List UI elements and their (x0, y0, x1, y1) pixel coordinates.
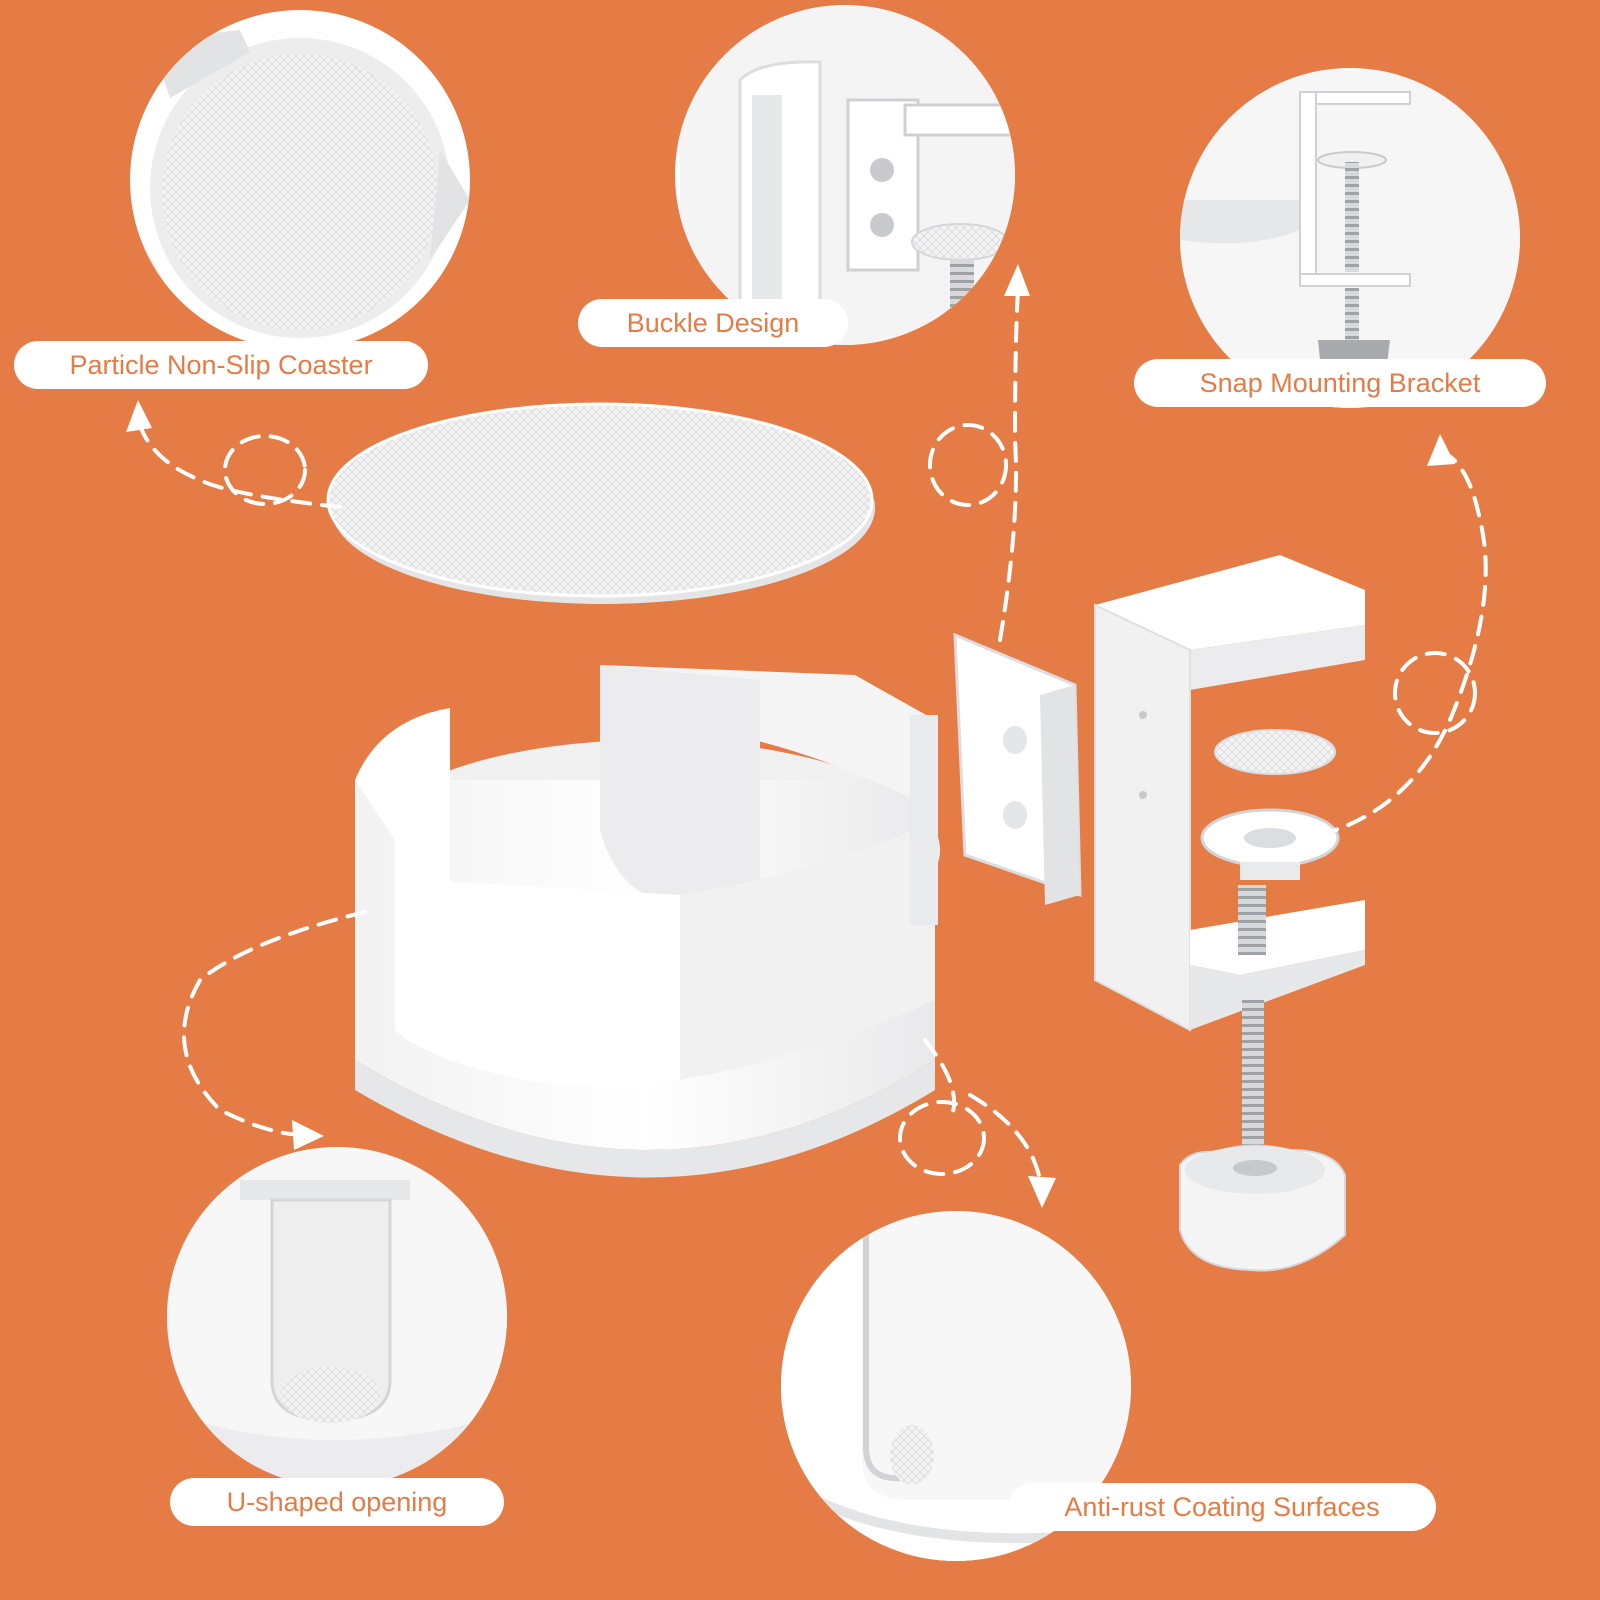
buckle-part (953, 632, 1082, 905)
detail-opening-circle (167, 1147, 507, 1487)
arrow-heads (126, 264, 1455, 1208)
detail-bracket-circle (1180, 68, 1520, 408)
arrow-head-bracket (1427, 434, 1455, 466)
detail-coaster-circle (130, 10, 470, 350)
label-coating: Anti-rust Coating Surfaces (1008, 1483, 1436, 1531)
coaster-part (326, 402, 875, 604)
detail-buckle-circle (675, 5, 1015, 345)
label-coaster: Particle Non-Slip Coaster (14, 341, 428, 389)
clamp-bracket-part (1094, 555, 1365, 1032)
arrow-head-opening (292, 1120, 324, 1150)
arrow-head-coaster (126, 400, 152, 432)
arrow-head-buckle (1004, 264, 1030, 296)
cup-holder-part (355, 665, 940, 1178)
label-opening: U-shaped opening (170, 1478, 504, 1526)
label-buckle: Buckle Design (578, 299, 848, 347)
screw-knob-part (1179, 885, 1346, 1272)
label-bracket: Snap Mounting Bracket (1134, 359, 1546, 407)
arrow-head-coating (1028, 1176, 1056, 1208)
dashed-arrows (136, 288, 1488, 1182)
